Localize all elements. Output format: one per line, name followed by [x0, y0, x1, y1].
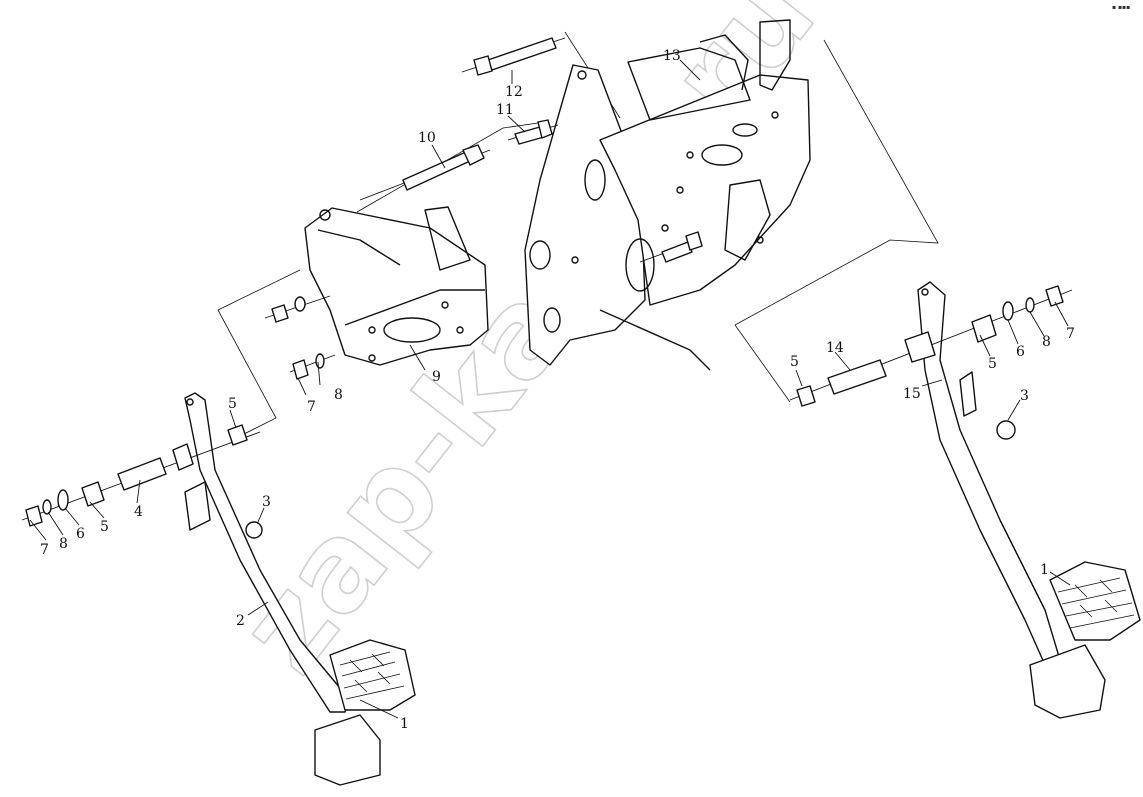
main-bracket — [524, 19, 811, 371]
callout-12: 12 — [505, 84, 523, 100]
callout-1-right: 1 — [1040, 562, 1049, 578]
callout-8-upper-left: 8 — [334, 387, 343, 403]
callout-15: 15 — [903, 386, 921, 402]
callout-11: 11 — [496, 102, 514, 118]
right-shaft-stack — [789, 285, 1073, 407]
callout-labels: 12 11 13 10 9 8 7 5 3 4 5 6 8 7 2 1 14 5… — [40, 48, 1075, 732]
callout-10: 10 — [418, 130, 436, 146]
callout-4: 4 — [134, 504, 143, 520]
corner-mark: ▪ ▪▪▪ — [1112, 4, 1130, 11]
callout-6-right: 6 — [1016, 344, 1025, 360]
callout-5-right: 5 — [988, 356, 997, 372]
bracket-9 — [304, 206, 489, 366]
right-pedal-arm — [917, 281, 1141, 719]
callout-7-right: 7 — [1066, 326, 1075, 342]
bolt-small — [639, 231, 703, 263]
callout-leaders — [29, 59, 1071, 719]
bolt-12 — [461, 37, 566, 76]
callout-7-upper-left: 7 — [307, 399, 316, 415]
callout-14: 14 — [826, 340, 844, 356]
bolt-10 — [359, 144, 491, 201]
callout-6-left: 6 — [76, 526, 85, 542]
callout-9: 9 — [432, 369, 441, 385]
left-upper-fasteners — [264, 295, 336, 380]
bolt-11 — [507, 119, 559, 145]
callout-5-left-bottom: 5 — [100, 519, 109, 535]
callout-3-left: 3 — [262, 494, 271, 510]
callout-13: 13 — [663, 48, 681, 64]
callout-1-left: 1 — [400, 716, 409, 732]
left-pedal-arm — [184, 392, 416, 786]
left-shaft-stack — [21, 424, 263, 539]
callout-5-right-left: 5 — [790, 354, 799, 370]
callout-2: 2 — [236, 613, 245, 629]
callout-3-right: 3 — [1020, 388, 1029, 404]
callout-5-left-top: 5 — [228, 396, 237, 412]
callout-7-left: 7 — [40, 542, 49, 558]
callout-8-right: 8 — [1042, 334, 1051, 350]
callout-8-left: 8 — [59, 536, 68, 552]
